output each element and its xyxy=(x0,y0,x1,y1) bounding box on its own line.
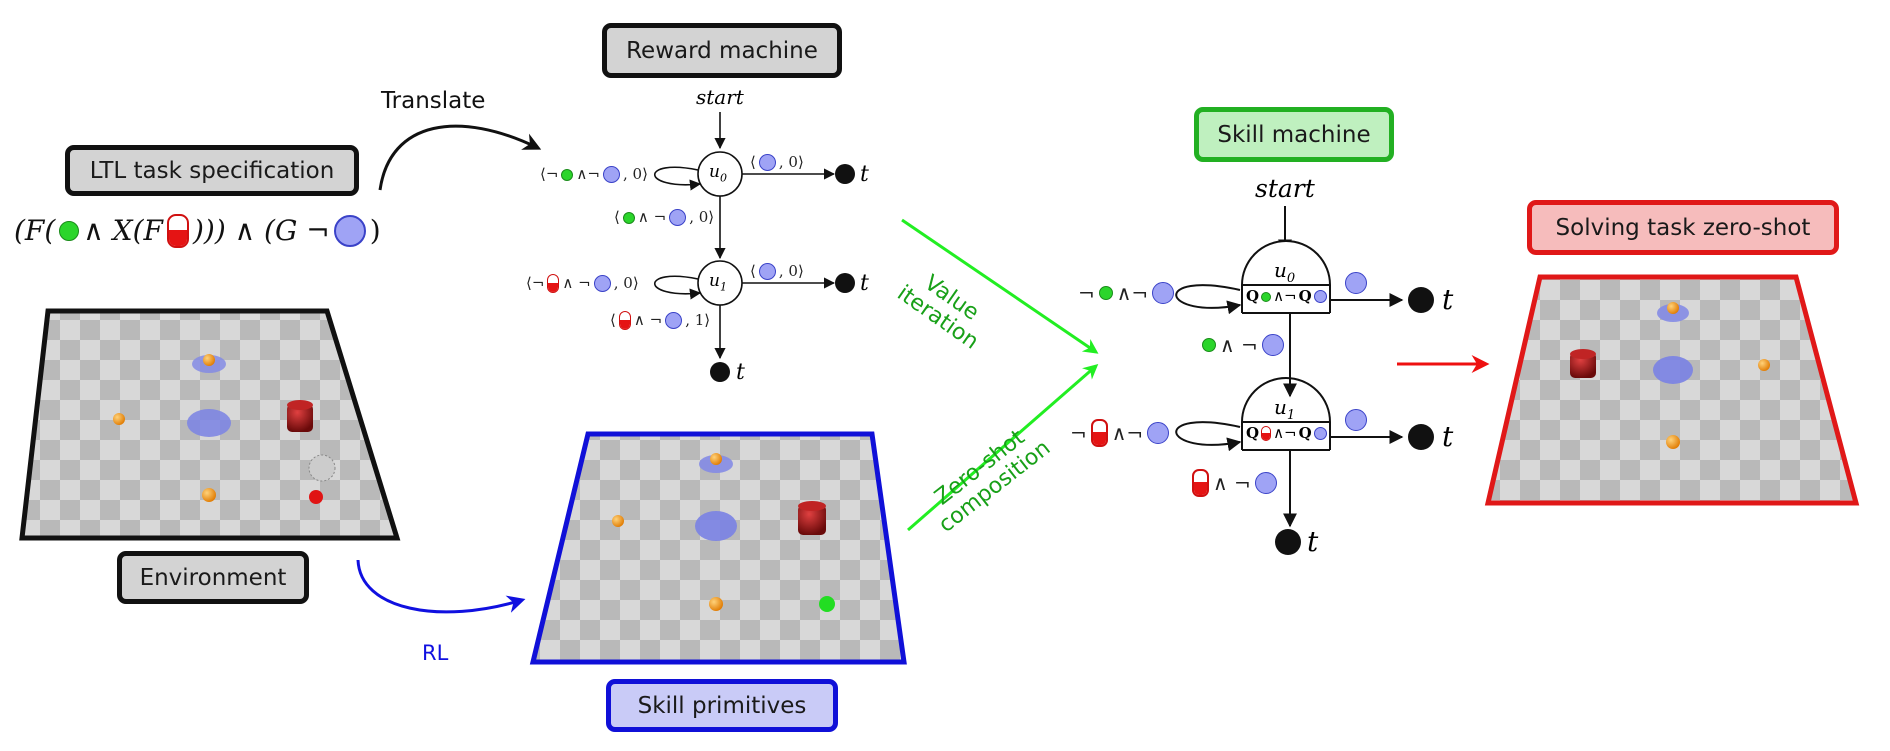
green-button-icon xyxy=(622,211,635,224)
red-cylinder-icon xyxy=(547,274,560,293)
sm-edge-u0-t xyxy=(1345,272,1367,294)
formula-part-d: ) xyxy=(369,214,381,247)
orange-ball xyxy=(202,488,216,502)
red-cylinder-icon xyxy=(1261,426,1272,441)
rl-arrow xyxy=(356,559,526,614)
blue-zone-icon xyxy=(1345,409,1367,431)
solved-board xyxy=(1484,274,1860,506)
red-cylinder-icon xyxy=(1090,419,1108,447)
rm-edge-u0-self: ⟨¬ ∧¬ , 0⟩ xyxy=(540,165,648,183)
green-button xyxy=(819,596,835,612)
skill-machine-graph xyxy=(1175,206,1434,555)
environment-label: Environment xyxy=(117,551,309,604)
sm-u0-skill: Q ∧¬ Q xyxy=(1246,289,1327,304)
value-iteration-arrow xyxy=(901,218,1099,354)
blue-zone-icon xyxy=(669,209,687,226)
reward-machine-label: Reward machine xyxy=(602,23,842,78)
green-button-icon xyxy=(1098,286,1113,300)
rm-terminal-label: t xyxy=(736,360,745,385)
sm-edge-u1-t-bottom: ∧ ¬ xyxy=(1192,469,1277,497)
sm-edge-u1-self: ¬ ∧¬ xyxy=(1070,419,1170,447)
rm-edge-u1-t: ⟨ , 0⟩ xyxy=(750,262,804,280)
red-cylinder xyxy=(1570,352,1596,378)
solving-task-label: Solving task zero-shot xyxy=(1527,200,1839,255)
rm-terminal-label: t xyxy=(860,162,869,187)
blue-zone-icon xyxy=(1313,427,1327,440)
orange-ball xyxy=(113,413,125,425)
orange-ball xyxy=(203,354,215,366)
sm-terminal-label: t xyxy=(1442,420,1454,453)
sm-u1-label: u1 xyxy=(1274,395,1296,423)
blue-zone-icon xyxy=(665,312,683,329)
green-button-icon xyxy=(1202,338,1216,352)
rm-edge-u1-self: ⟨¬ ∧ ¬ , 0⟩ xyxy=(526,274,639,293)
skill-machine-label: Skill machine xyxy=(1194,107,1394,162)
skill-primitives-label: Skill primitives xyxy=(606,679,838,732)
zero-shot-arrow xyxy=(907,364,1099,532)
blue-zone-icon xyxy=(1261,334,1284,356)
green-button-icon xyxy=(59,221,80,241)
red-cylinder-icon xyxy=(618,311,631,330)
rm-edge-u0-u1: ⟨ ∧ ¬ , 0⟩ xyxy=(614,208,715,226)
sm-state-u1 xyxy=(1240,377,1332,423)
formula-part-b: ∧ X(F xyxy=(83,214,163,247)
blue-zone-icon xyxy=(333,215,366,247)
orange-ball xyxy=(1666,435,1680,449)
sm-edge-u0-u1: ∧ ¬ xyxy=(1202,334,1284,356)
reward-machine-graph xyxy=(654,112,855,382)
rm-terminal-label: t xyxy=(860,271,869,296)
rm-u1-label: u1 xyxy=(709,271,727,294)
blue-zone-icon xyxy=(758,154,776,171)
rm-start-label: start xyxy=(696,85,744,109)
orange-ball xyxy=(709,597,723,611)
sm-u1-skill: Q ∧¬ Q xyxy=(1246,426,1327,441)
orange-ball xyxy=(1667,302,1679,314)
sm-terminal-label: t xyxy=(1442,283,1454,316)
rm-u0-label: u0 xyxy=(709,162,727,185)
rl-label: RL xyxy=(422,641,449,665)
green-button-icon xyxy=(1261,291,1272,302)
blue-zone-icon xyxy=(602,166,620,183)
blue-zone-icon xyxy=(1345,272,1367,294)
blue-zone-icon xyxy=(593,275,611,292)
green-button-icon xyxy=(561,168,574,181)
blue-zone-icon xyxy=(758,263,776,280)
rm-edge-u0-t: ⟨ , 0⟩ xyxy=(750,153,804,171)
orange-ball xyxy=(612,515,624,527)
sm-u0-label: u0 xyxy=(1274,258,1296,286)
rm-edge-u1-t-bottom: ⟨ ∧ ¬ , 1⟩ xyxy=(610,311,711,330)
blue-zone-icon xyxy=(1313,290,1327,303)
orange-ball xyxy=(710,453,722,465)
red-cylinder-icon xyxy=(166,214,189,248)
red-cylinder xyxy=(287,404,313,432)
blue-zone-icon xyxy=(1147,422,1170,444)
red-button xyxy=(309,490,323,504)
orange-ball xyxy=(1758,359,1770,371)
sm-edge-u1-t xyxy=(1345,409,1367,431)
red-cylinder-icon xyxy=(1192,469,1209,497)
ltl-task-label: LTL task specification xyxy=(65,145,359,196)
sm-start-label: start xyxy=(1255,174,1315,203)
translate-label: Translate xyxy=(381,88,486,114)
formula-part-a: (F( xyxy=(14,214,56,247)
sm-edge-u0-self: ¬ ∧¬ xyxy=(1078,282,1175,304)
blue-zone-icon xyxy=(1152,282,1175,304)
sm-terminal-label: t xyxy=(1307,525,1319,558)
primitives-board xyxy=(529,431,907,665)
environment-board xyxy=(19,308,401,541)
robot-agent xyxy=(308,454,336,482)
translate-arrow xyxy=(378,124,542,191)
ltl-formula: (F( ∧ X(F ))) ∧ (G ¬ ) xyxy=(14,214,381,248)
red-cylinder xyxy=(798,505,826,535)
blue-zone-icon xyxy=(1254,472,1277,494)
sm-state-u0 xyxy=(1240,240,1332,286)
blue-zone-marker xyxy=(187,409,231,437)
formula-part-c: ))) ∧ (G ¬ xyxy=(192,214,330,247)
